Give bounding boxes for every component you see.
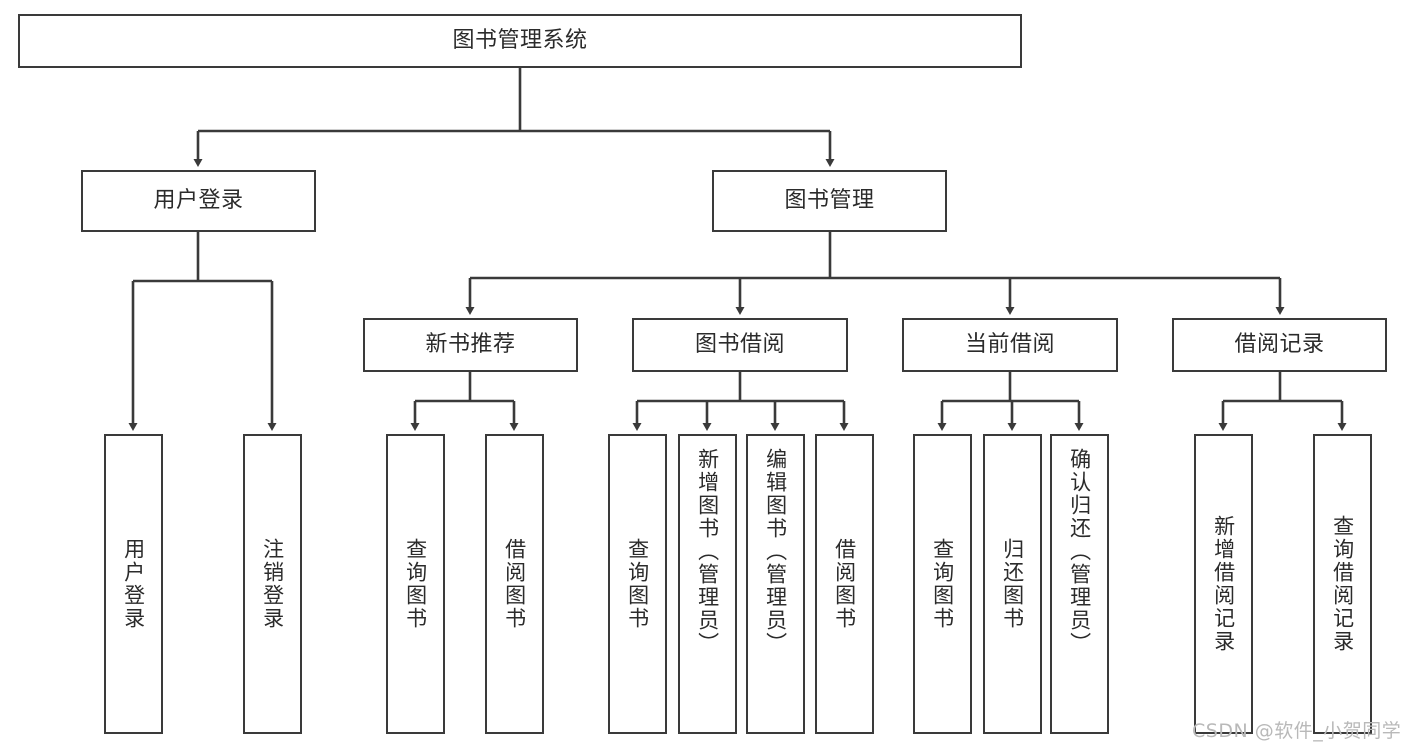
node-user-login[interactable]: 用户登录 [81, 170, 316, 232]
node-borrow-record[interactable]: 借阅记录 [1172, 318, 1387, 372]
node-leaf-query-borrow-record-label: 查询借阅记录 [1330, 515, 1355, 653]
node-leaf-logout-login[interactable]: 注销登录 [243, 434, 302, 734]
node-book-management[interactable]: 图书管理 [712, 170, 947, 232]
node-root-label: 图书管理系统 [452, 28, 588, 54]
node-leaf-return-book-label: 归还图书 [1000, 538, 1025, 630]
node-root[interactable]: 图书管理系统 [18, 14, 1022, 68]
node-leaf-query-book-current-label: 查询图书 [930, 538, 955, 630]
node-leaf-add-borrow-record-label: 新增借阅记录 [1211, 515, 1236, 653]
node-leaf-query-book-new[interactable]: 查询图书 [386, 434, 445, 734]
node-current-borrow[interactable]: 当前借阅 [902, 318, 1118, 372]
node-leaf-add-borrow-record[interactable]: 新增借阅记录 [1194, 434, 1253, 734]
node-book-borrow-label: 图书借阅 [694, 332, 785, 358]
node-leaf-query-borrow-record[interactable]: 查询借阅记录 [1313, 434, 1372, 734]
node-leaf-query-book-current[interactable]: 查询图书 [913, 434, 972, 734]
node-leaf-borrow-book-label: 借阅图书 [832, 538, 857, 630]
node-borrow-record-label: 借阅记录 [1234, 332, 1325, 358]
node-leaf-logout-login-label: 注销登录 [260, 538, 285, 630]
node-new-book-recommend-label: 新书推荐 [425, 332, 516, 358]
node-leaf-user-login[interactable]: 用户登录 [104, 434, 163, 734]
node-current-borrow-label: 当前借阅 [964, 332, 1055, 358]
node-new-book-recommend[interactable]: 新书推荐 [363, 318, 578, 372]
node-leaf-query-book-borrow[interactable]: 查询图书 [608, 434, 667, 734]
node-leaf-add-book-admin-label: 新增图书（管理员） [695, 448, 720, 655]
node-user-login-label: 用户登录 [153, 188, 244, 214]
node-leaf-confirm-return-admin-label: 确认归还（管理员） [1067, 448, 1092, 655]
node-leaf-user-login-label: 用户登录 [121, 538, 146, 630]
node-leaf-edit-book-admin-label: 编辑图书（管理员） [763, 448, 788, 655]
node-leaf-borrow-book[interactable]: 借阅图书 [815, 434, 874, 734]
node-leaf-borrow-book-new-label: 借阅图书 [502, 538, 527, 630]
csdn-watermark: CSDN @软件_小贺同学 [1192, 720, 1402, 742]
node-leaf-query-book-new-label: 查询图书 [403, 538, 428, 630]
node-leaf-add-book-admin[interactable]: 新增图书（管理员） [678, 434, 737, 734]
node-leaf-edit-book-admin[interactable]: 编辑图书（管理员） [746, 434, 805, 734]
node-leaf-return-book[interactable]: 归还图书 [983, 434, 1042, 734]
node-book-borrow[interactable]: 图书借阅 [632, 318, 848, 372]
node-leaf-borrow-book-new[interactable]: 借阅图书 [485, 434, 544, 734]
node-book-management-label: 图书管理 [784, 188, 875, 214]
node-leaf-confirm-return-admin[interactable]: 确认归还（管理员） [1050, 434, 1109, 734]
node-leaf-query-book-borrow-label: 查询图书 [625, 538, 650, 630]
